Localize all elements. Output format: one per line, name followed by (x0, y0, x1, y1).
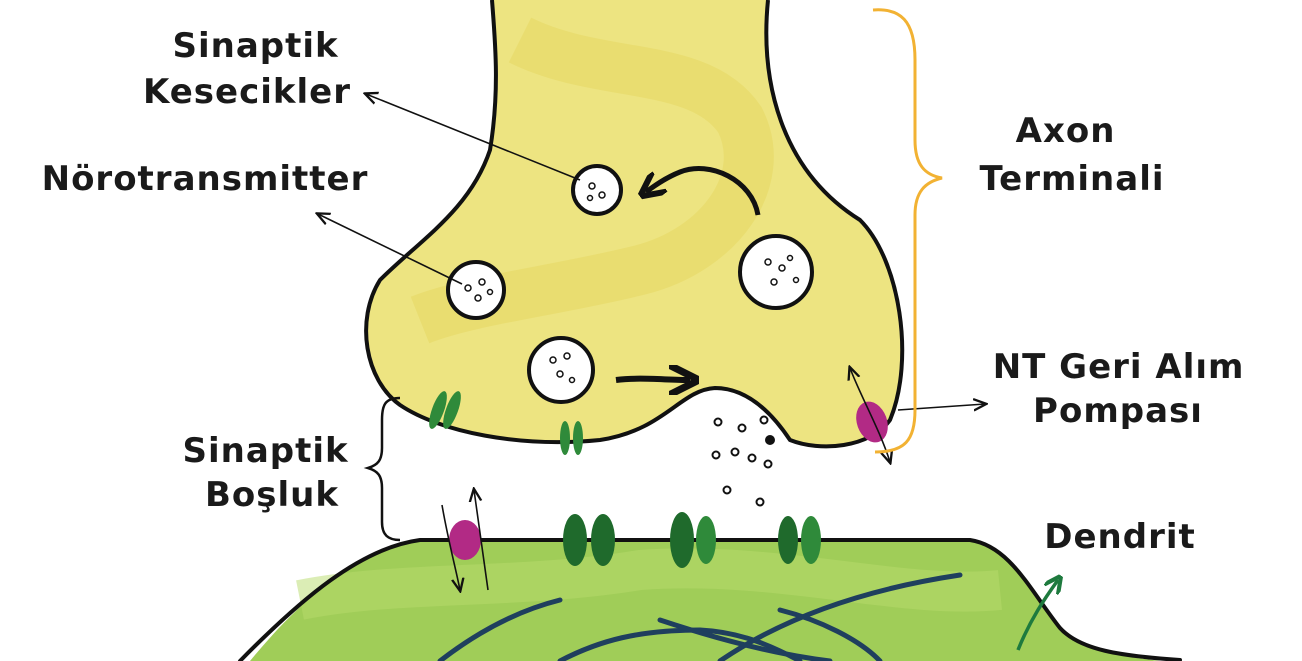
synaptic-cleft-label-line2: Boşluk (205, 475, 339, 515)
synaptic-vesicles-label-line1: Sinaptik (173, 26, 340, 66)
reuptake-pump-label-line2: Pompası (1033, 391, 1203, 431)
axon-terminal-label-line2: Terminali (979, 159, 1164, 199)
axon-terminal (366, 0, 902, 446)
neurotransmitter-label: Nörotransmitter (42, 159, 369, 199)
released-neurotransmitters (713, 417, 775, 506)
axon-terminal-label: Axon Terminali (979, 111, 1164, 199)
vesicle (740, 236, 812, 308)
synaptic-cleft-label: Sinaptik Boşluk (183, 431, 362, 515)
vesicle (448, 262, 504, 318)
synaptic-vesicles-label-line2: Kesecikler (143, 72, 351, 112)
vesicle (529, 338, 593, 402)
synaptic-vesicles-label: Sinaptik Kesecikler (143, 26, 352, 112)
reuptake-pump-label: NT Geri Alım Pompası (993, 347, 1258, 431)
reuptake-pump-label-line1: NT Geri Alım (993, 347, 1245, 387)
axon-terminal-label-line1: Axon (1016, 111, 1116, 151)
synaptic-cleft-label-line1: Sinaptik (183, 431, 350, 471)
vesicle-release-arrow (616, 379, 690, 380)
synaptic-cleft-brace (368, 398, 400, 540)
dendrite-label: Dendrit (1044, 517, 1196, 557)
reuptake-pump-pointer-arrow (898, 404, 985, 410)
vesicle (573, 166, 621, 214)
